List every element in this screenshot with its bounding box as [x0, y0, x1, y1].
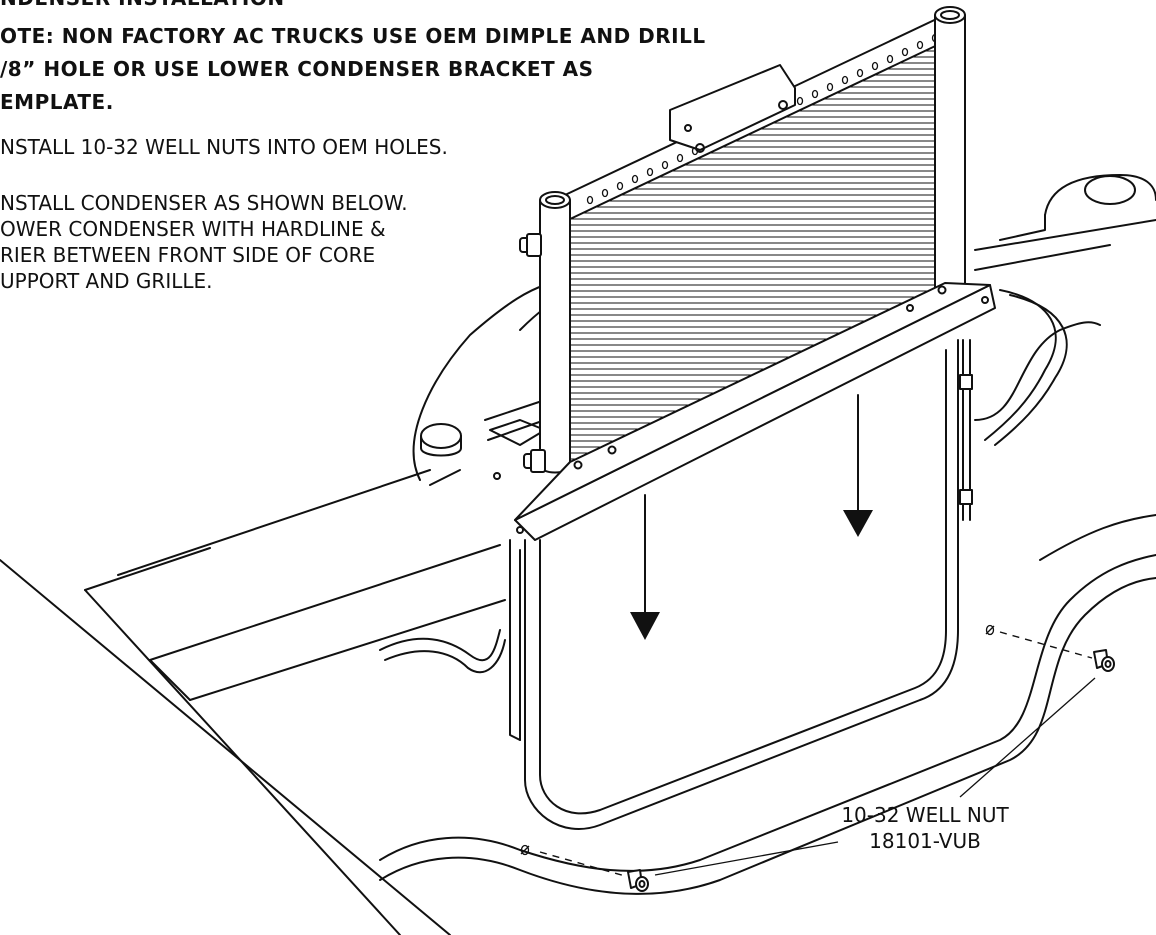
condenser-left-tank [519, 191, 571, 474]
note-line-2: /8” HOLE OR USE LOWER CONDENSER BRACKET … [0, 57, 594, 81]
leader-line-right [959, 677, 1096, 798]
truck-body-outline [0, 469, 1156, 935]
section-title: NDENSER INSTALLATION [0, 0, 285, 8]
lower-condenser-bracket [514, 282, 996, 541]
part-name-label: 10-32 WELL NUT [841, 803, 1009, 827]
down-arrow-right-icon [843, 394, 873, 537]
down-arrow-left-icon [630, 494, 660, 640]
step-2-line-4: UPPORT AND GRILLE. [0, 269, 213, 293]
upper-fitting-icon [519, 233, 542, 257]
upper-bracket [669, 64, 796, 151]
note-line-1: OTE: NON FACTORY AC TRUCKS USE OEM DIMPL… [0, 24, 706, 48]
part-callout: 10-32 WELL NUT 18101-VUB [795, 802, 1055, 854]
grille-opening [379, 321, 1101, 830]
step-2-line-2: OWER CONDENSER WITH HARDLINE & [0, 217, 386, 241]
reservoir-cap-icon [1084, 175, 1136, 205]
lower-fitting-icon [523, 449, 546, 473]
well-nut-right-icon [1093, 649, 1115, 672]
header-holes [586, 33, 939, 205]
step-1-text: NSTALL 10-32 WELL NUTS INTO OEM HOLES. [0, 135, 448, 159]
step-2-line-3: RIER BETWEEN FRONT SIDE OF CORE [0, 243, 376, 267]
leader-line-left [654, 841, 839, 876]
radiator-cap-icon [420, 423, 462, 449]
condenser-core [564, 14, 949, 467]
radiator-shroud [412, 284, 561, 486]
well-nut-hole-left [520, 844, 626, 877]
well-nut-hole-right [985, 624, 1093, 659]
step-2-line-1: NSTALL CONDENSER AS SHOWN BELOW. [0, 191, 408, 215]
note-line-3: EMPLATE. [0, 90, 114, 114]
coolant-reservoir [974, 174, 1156, 446]
condenser-right-tank [934, 6, 966, 299]
part-number-label: 18101-VUB [869, 829, 981, 853]
well-nut-left-icon [627, 869, 649, 892]
